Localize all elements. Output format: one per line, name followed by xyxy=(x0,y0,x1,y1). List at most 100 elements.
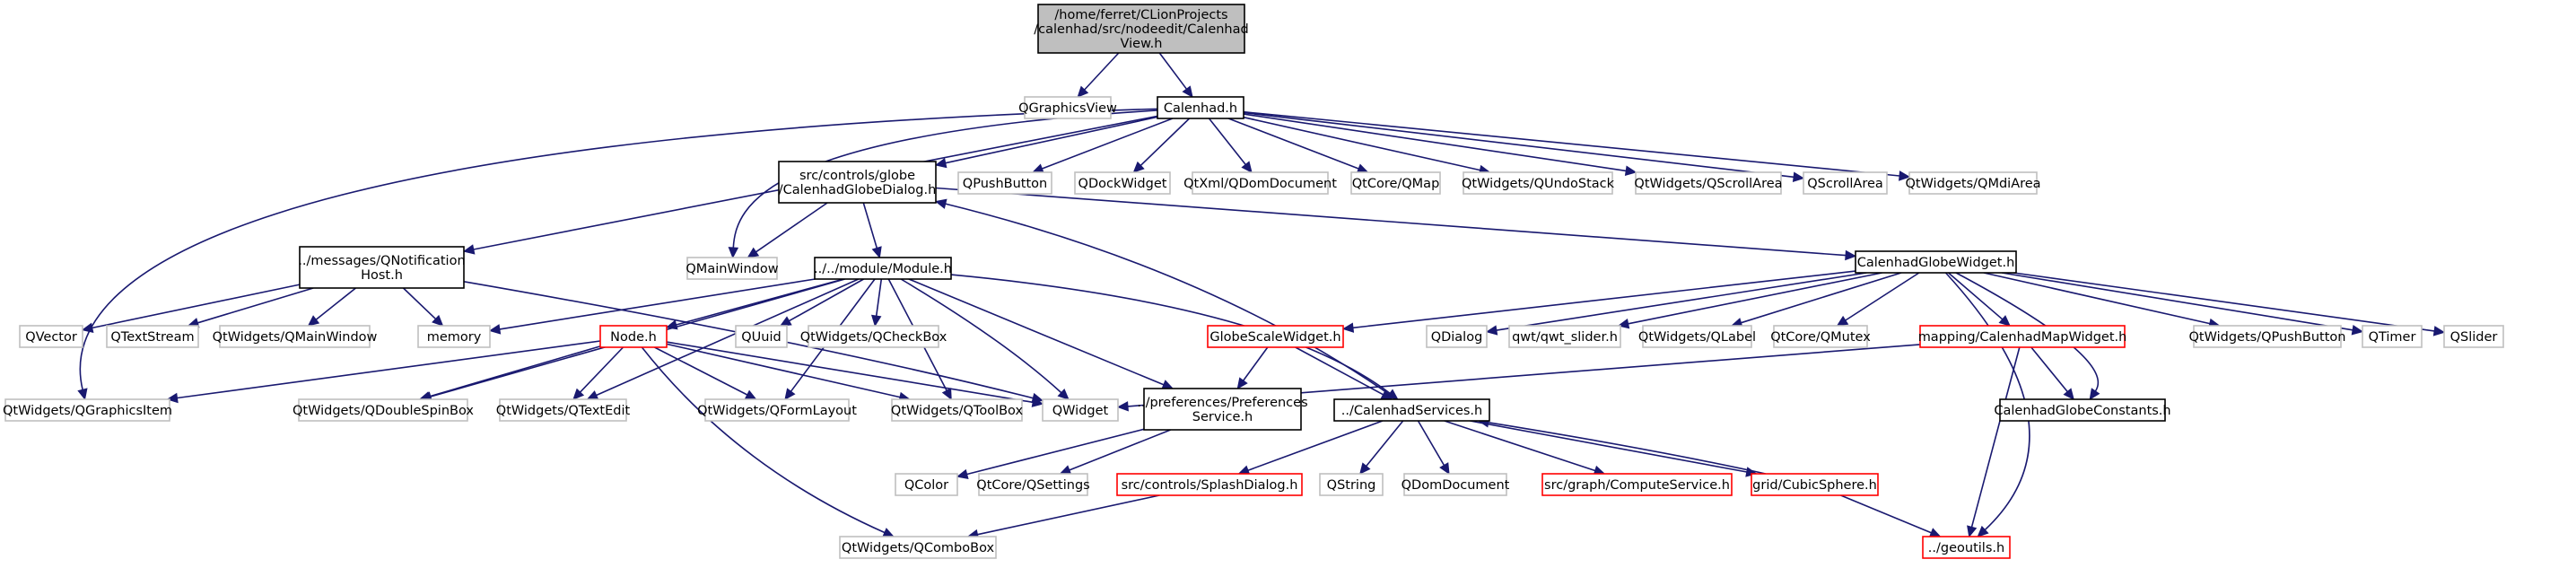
node-box-qstring xyxy=(1319,473,1384,496)
edge-node_h-to-qtoolbox xyxy=(666,343,901,398)
edge-root-to-qgraphicsview xyxy=(1084,52,1120,91)
node-box-qwt_slider xyxy=(1508,325,1621,348)
node-geoutils[interactable]: ../geoutils.h xyxy=(1922,536,2011,559)
edge-globewidget-to-qmutex xyxy=(1845,272,1920,321)
node-services[interactable]: ../CalenhadServices.h xyxy=(1333,398,1490,422)
node-label-globescale-line-0: GlobeScaleWidget.h xyxy=(1209,330,1340,345)
arrowhead-calenhad_h-to-qscrollarea_w xyxy=(1624,165,1637,176)
node-box-qpushbutton xyxy=(957,171,1052,195)
edge-calenhad_h-to-qmdiarea xyxy=(1243,110,1900,177)
node-module[interactable]: ../../module/Module.h xyxy=(814,257,952,280)
node-label-qundostack-line-0: QtWidgets/QUndoStack xyxy=(1462,177,1615,191)
node-box-globeconstants xyxy=(1999,398,2166,422)
edge-node_h-to-qformlayout xyxy=(654,346,748,396)
edge-module-to-prefservice xyxy=(908,278,1165,386)
node-label-root-line-1: /calenhad/src/nodeedit/Calenhad xyxy=(1034,22,1248,37)
node-label-qmdiarea-line-0: QtWidgets/QMdiArea xyxy=(1905,177,2040,191)
arrowhead-mapwidget-to-geoutils xyxy=(1967,525,1978,538)
edge-notification-to-qtextstream xyxy=(197,287,314,324)
node-label-geoutils-line-0: ../geoutils.h xyxy=(1928,541,2004,555)
edge-module-to-memory xyxy=(499,278,816,330)
arrowhead-globewidget-to-globeconstants xyxy=(2089,388,2100,401)
node-globeconstants[interactable]: CalenhadGlobeConstants.h xyxy=(1994,398,2171,422)
node-label-qformlayout-line-0: QtWidgets/QFormLayout xyxy=(697,404,857,418)
arrowhead-globescale-to-prefservice xyxy=(1236,377,1248,389)
node-label-qmap-line-0: QtCore/QMap xyxy=(1352,177,1440,191)
node-label-qpushbutton_w-line-0: QtWidgets/QPushButton xyxy=(2188,330,2345,345)
node-computeservice[interactable]: src/graph/ComputeService.h xyxy=(1541,473,1733,496)
node-label-globedialog-line-0: src/controls/globe xyxy=(799,169,915,183)
node-globewidget[interactable]: CalenhadGlobeWidget.h xyxy=(1855,250,2017,274)
edge-globescale-to-prefservice xyxy=(1243,346,1269,381)
node-calenhad_h[interactable]: Calenhad.h xyxy=(1157,96,1244,119)
node-qmdiarea: QtWidgets/QMdiArea xyxy=(1905,171,2041,195)
node-box-qscrollarea_w xyxy=(1635,171,1782,195)
edge-module-to-qcheckbox xyxy=(875,278,883,317)
node-label-qmutex-line-0: QtCore/QMutex xyxy=(1770,330,1871,345)
node-splash[interactable]: src/controls/SplashDialog.h xyxy=(1116,473,1303,496)
node-label-qdoublespinbox-line-0: QtWidgets/QDoubleSpinBox xyxy=(293,404,474,418)
node-label-prefservice-line-0: ../preferences/Preferences xyxy=(1137,396,1307,410)
node-root[interactable]: /home/ferret/CLionProjects/calenhad/src/… xyxy=(1034,4,1249,54)
edge-calenhad_h-to-globedialog xyxy=(945,116,1158,164)
node-memory: memory xyxy=(417,325,491,348)
edge-node_h-to-qwidget xyxy=(666,341,1034,404)
node-box-computeservice xyxy=(1541,473,1733,496)
node-box-qmutex xyxy=(1773,325,1868,348)
node-box-globescale xyxy=(1207,325,1344,348)
arrowhead-calenhad_h-to-qdomdocument_xml xyxy=(1241,161,1253,173)
node-globedialog[interactable]: src/controls/globe/CalenhadGlobeDialog.h xyxy=(778,161,937,204)
node-box-qtimer xyxy=(2362,325,2423,348)
node-label-notification-line-1: Host.h xyxy=(361,268,403,283)
edge-notification-to-memory xyxy=(402,287,437,319)
arrowhead-notification-to-qmainwindow_w xyxy=(307,315,320,327)
arrowhead-calenhad_h-to-qdockwidget xyxy=(1132,161,1145,173)
node-label-qvector-line-0: QVector xyxy=(25,330,77,345)
arrowhead-node_h-to-qwidget xyxy=(1031,397,1044,407)
node-box-qdialog xyxy=(1426,325,1488,348)
node-label-globeconstants-line-0: CalenhadGlobeConstants.h xyxy=(1994,404,2170,418)
edge-services-to-qdomdocument xyxy=(1417,420,1445,466)
arrowhead-calenhad_h-to-globedialog xyxy=(934,157,947,169)
node-label-globedialog-line-1: /CalenhadGlobeDialog.h xyxy=(779,183,937,197)
edge-globewidget-to-qlabel xyxy=(1741,272,1902,324)
node-node_h[interactable]: Node.h xyxy=(599,325,668,348)
node-label-qdomdocument-line-0: QDomDocument xyxy=(1402,478,1510,493)
node-box-geoutils xyxy=(1922,536,2011,559)
edge-module-to-qtextedit xyxy=(596,278,860,397)
arrowhead-services-to-qstring xyxy=(1359,462,1371,475)
node-box-qtoolbox xyxy=(891,398,1023,422)
node-label-notification-line-0: ../messages/QNotification xyxy=(298,254,465,268)
node-globescale[interactable]: GlobeScaleWidget.h xyxy=(1207,325,1344,348)
edge-splash-to-qcombobox xyxy=(977,494,1160,536)
node-label-qlabel-line-0: QtWidgets/QLabel xyxy=(1638,330,1756,345)
node-box-qmainwindow_w xyxy=(219,325,371,348)
node-label-qscrollarea_w-line-0: QtWidgets/QScrollArea xyxy=(1634,177,1782,191)
node-qtimer: QTimer xyxy=(2362,325,2423,348)
node-label-qtoolbox-line-0: QtWidgets/QToolBox xyxy=(891,404,1024,418)
node-qgraphicsitem: QtWidgets/QGraphicsItem xyxy=(3,398,172,422)
node-box-memory xyxy=(417,325,491,348)
node-cubicsphere[interactable]: grid/CubicSphere.h xyxy=(1751,473,1879,496)
arrowhead-module-to-prefservice xyxy=(1161,380,1174,389)
edge-globedialog-to-globewidget xyxy=(935,187,1847,257)
node-box-qscrollarea xyxy=(1803,171,1888,195)
node-label-qmainwindow-line-0: QMainWindow xyxy=(685,262,778,276)
node-label-qscrollarea-line-0: QScrollArea xyxy=(1807,177,1883,191)
nodes-layer: /home/ferret/CLionProjects/calenhad/src/… xyxy=(3,4,2504,559)
node-box-qwidget xyxy=(1042,398,1119,422)
node-box-qmdiarea xyxy=(1908,171,2038,195)
arrowhead-root-to-calenhad_h xyxy=(1182,85,1193,98)
node-qscrollarea_w: QtWidgets/QScrollArea xyxy=(1634,171,1783,195)
node-box-qvector xyxy=(19,325,83,348)
node-mapwidget[interactable]: mapping/CalenhadMapWidget.h xyxy=(1918,325,2127,348)
arrowhead-globewidget-to-qtimer xyxy=(2351,325,2364,336)
arrowhead-node_h-to-qcombobox xyxy=(882,528,895,537)
node-label-splash-line-0: src/controls/SplashDialog.h xyxy=(1122,478,1298,493)
node-box-qslider xyxy=(2443,325,2504,348)
arrowhead-globewidget-to-geoutils xyxy=(1977,525,1989,537)
node-box-globedialog xyxy=(778,161,937,204)
